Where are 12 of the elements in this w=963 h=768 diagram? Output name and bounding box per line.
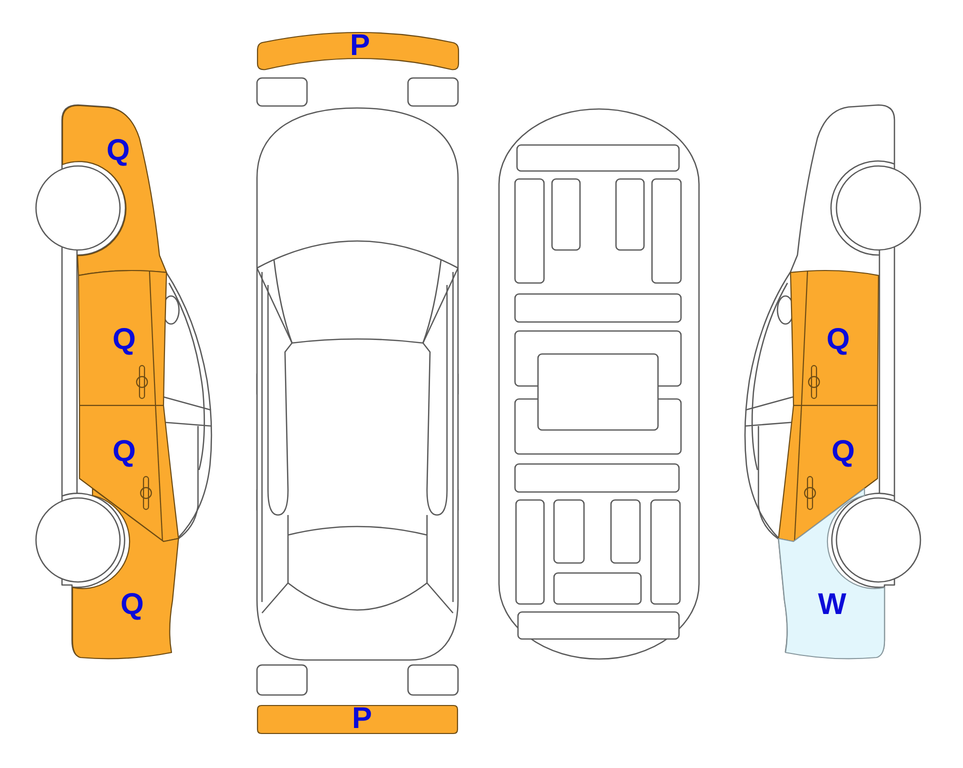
door-panel xyxy=(778,404,878,542)
fender-panel xyxy=(72,488,178,659)
door-panel xyxy=(790,270,878,406)
bumper-panel xyxy=(256,704,458,734)
bumper-panel xyxy=(256,32,458,70)
panel-letter: P xyxy=(352,707,372,731)
door-panel xyxy=(78,270,166,406)
panel-letter: W xyxy=(818,593,846,617)
door-panel xyxy=(78,404,178,542)
fender-panel xyxy=(62,104,166,276)
fender-panel xyxy=(778,488,884,659)
panel-letter: P xyxy=(350,34,370,58)
